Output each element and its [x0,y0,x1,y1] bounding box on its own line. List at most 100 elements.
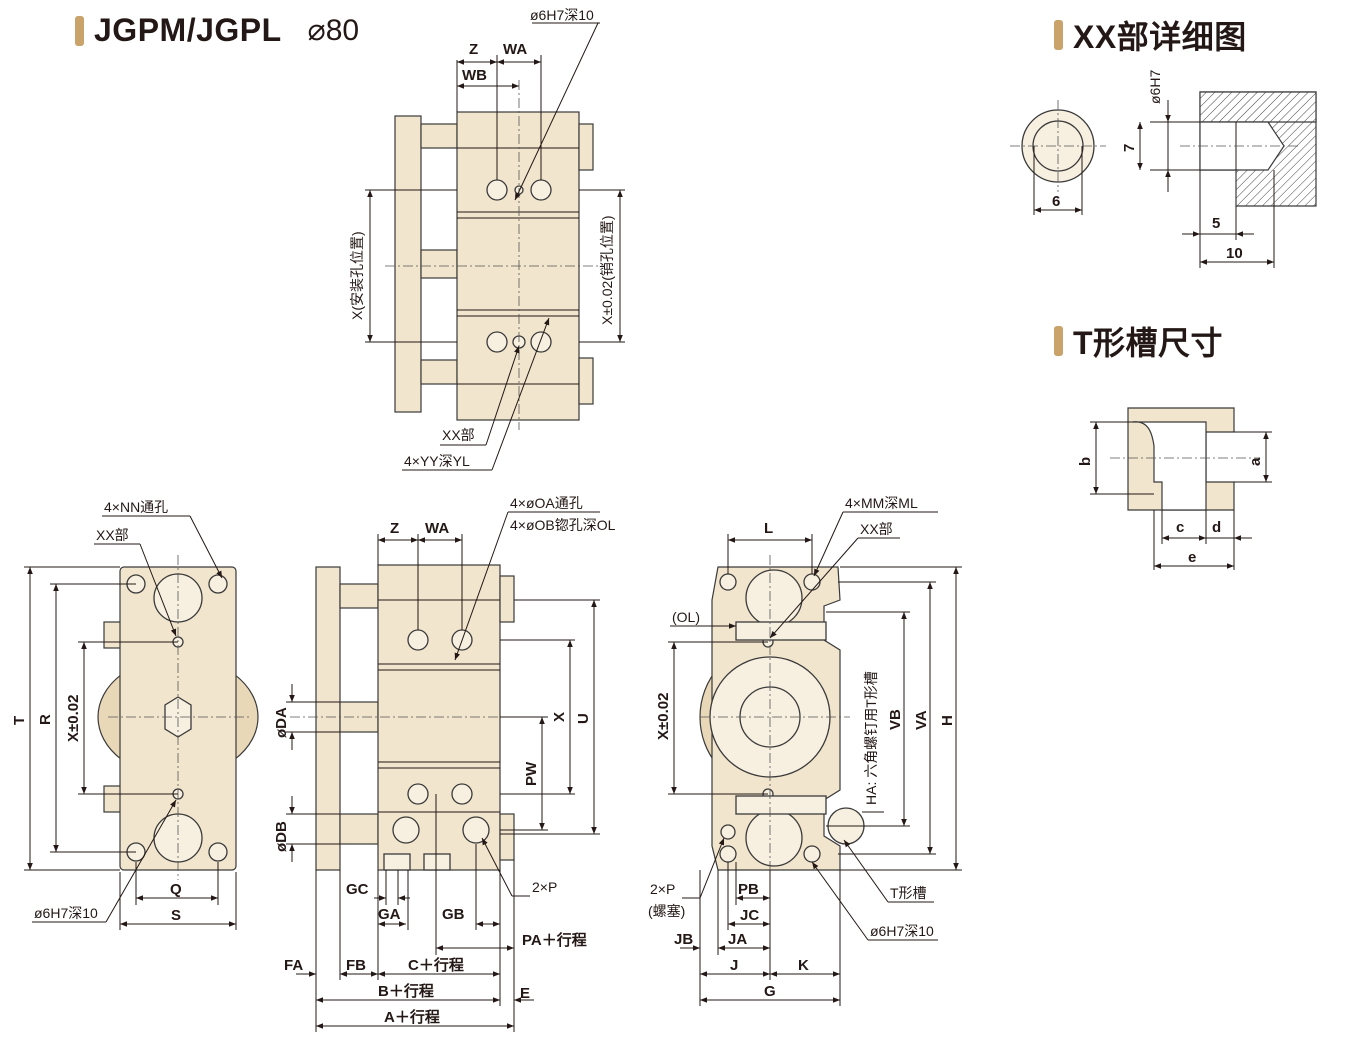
side-rod-upper [339,583,379,609]
side-end-lower [499,813,515,861]
side-dim-wa: WA [425,520,449,537]
side-mount-hole [407,629,429,651]
top-rod-upper [420,123,458,149]
dim-s: S [171,907,181,924]
tslot-dim-b: b [1077,457,1094,466]
rear-pin-hole-label: ø6H7深10 [870,923,934,939]
side-dim-fa: FA [284,957,303,974]
xx-detail-view: 6 7 ø6H7 5 10 [1010,70,1317,268]
side-dim-x: X [551,712,568,722]
rear-dim-va: VA [913,710,930,730]
side-dim-fb: FB [346,957,366,974]
side-view: Z WA 4×øOA通孔 4×øOB锪孔深OL øDA øDB X U PW [273,495,616,1032]
top-plate [394,115,422,413]
top-hole [486,331,508,353]
header-marker [1054,326,1063,356]
rear-dim-pb: PB [738,881,759,898]
rear-xx-label: XX部 [860,521,893,537]
rear-tap-hole [803,573,821,591]
rear-tap-hole [719,573,737,591]
side-dim-pw: PW [523,761,540,786]
rear-mm-label: 4×MM深ML [845,495,918,511]
side-port [462,816,490,844]
side-end-upper [499,575,515,623]
side-dim-z: Z [390,520,399,537]
tslot-dim-e: e [1188,549,1196,566]
rear-tap-hole [719,845,737,863]
side-dim-pa: PA＋行程 [522,931,587,949]
tslot-dim-c: c [1176,519,1184,536]
top-xx-label: XX部 [442,427,475,443]
rear-dim-jc: JC [740,907,759,924]
top-end-upper [578,123,594,171]
main-title: JGPM/JGPL [94,12,282,48]
rear-p-label: 2×P [650,881,675,897]
rear-dim-x: X±0.02 [655,693,672,740]
side-port [392,816,420,844]
side-dim-gc: GC [346,881,369,898]
side-dim-ga: GA [378,906,401,923]
tslot-dim-a: a [1247,457,1264,466]
detail-dim-7: 7 [1121,144,1138,152]
top-hole [530,179,552,201]
side-dim-da: øDA [273,707,290,738]
side-oa-label: 4×øOA通孔 [510,495,583,511]
dim-x: X±0.02 [65,695,82,742]
rear-tap-hole [803,845,821,863]
dim-t: T [11,716,28,725]
detail-dim-10: 10 [1226,245,1243,262]
detail-header: XX部详细图 [1054,12,1247,58]
main-subtitle: ⌀80 [307,14,360,47]
front-view: T R X±0.02 Q S 4×NN通孔 XX部 ø6H7深10 [11,499,259,930]
rear-plug-label: (螺塞) [648,903,685,919]
side-ob-label: 4×øOB锪孔深OL [510,517,616,533]
top-view: Z WA WB ø6H7深10 X(安装孔位置) X±0.02(销孔位置) XX… [349,7,625,471]
front-mount-hole [208,574,228,594]
rear-view: L 4×MM深ML XX部 (OL) X±0.02 HA: 六角螺钉用T形槽 V… [648,495,962,1006]
front-pin-hole-label: ø6H7深10 [34,905,98,921]
side-dim-c: C＋行程 [408,956,464,974]
side-plate [315,566,341,871]
rear-tslot-bolt: HA: 六角螺钉用T形槽 [863,671,879,805]
top-pin-hole-label: ø6H7深10 [530,7,594,23]
tslot-header: T形槽尺寸 [1054,318,1223,364]
top-rod-center [420,249,458,279]
dim-q: Q [170,881,182,898]
side-mount-hole [451,783,473,805]
detail-section-top [1199,91,1317,123]
rear-port [720,824,736,840]
side-dim-db: øDB [273,821,290,852]
front-xx-label: XX部 [96,527,129,543]
side-p-label: 2×P [532,879,557,895]
rear-dim-h: H [939,715,956,726]
side-dim-u: U [575,713,592,724]
side-dim-a: A＋行程 [384,1008,440,1026]
dim-wa: WA [503,41,527,58]
tslot-groove [1131,421,1207,511]
top-end-lower [578,357,594,405]
detail-dim-5: 5 [1212,215,1220,232]
rear-ol-label: (OL) [672,609,700,625]
top-yy-label: 4×YY深YL [404,453,470,469]
rear-dim-vb: VB [887,709,904,730]
dim-z: Z [469,41,478,58]
side-plug [423,853,451,871]
rear-rod-bore [745,569,803,627]
side-dim-e: E [520,985,530,1002]
main-header: JGPM/JGPL ⌀80 [75,12,359,49]
detail-title: XX部详细图 [1073,19,1247,55]
side-mount-hole [407,783,429,805]
rear-dim-g: G [764,983,776,1000]
rear-dim-l: L [764,520,773,537]
side-dim-b: B＋行程 [378,982,434,1000]
rear-rod-bore [745,809,803,867]
tslot-title: T形槽尺寸 [1073,325,1224,361]
rear-tslot-label: T形槽 [890,885,927,901]
header-marker [1054,20,1063,50]
top-hole [530,331,552,353]
dim-r: R [37,714,54,725]
side-dim-gb: GB [442,906,465,923]
tslot-dim-d: d [1212,519,1221,536]
detail-dim-6: 6 [1052,193,1060,210]
rear-dim-j: J [730,957,738,974]
